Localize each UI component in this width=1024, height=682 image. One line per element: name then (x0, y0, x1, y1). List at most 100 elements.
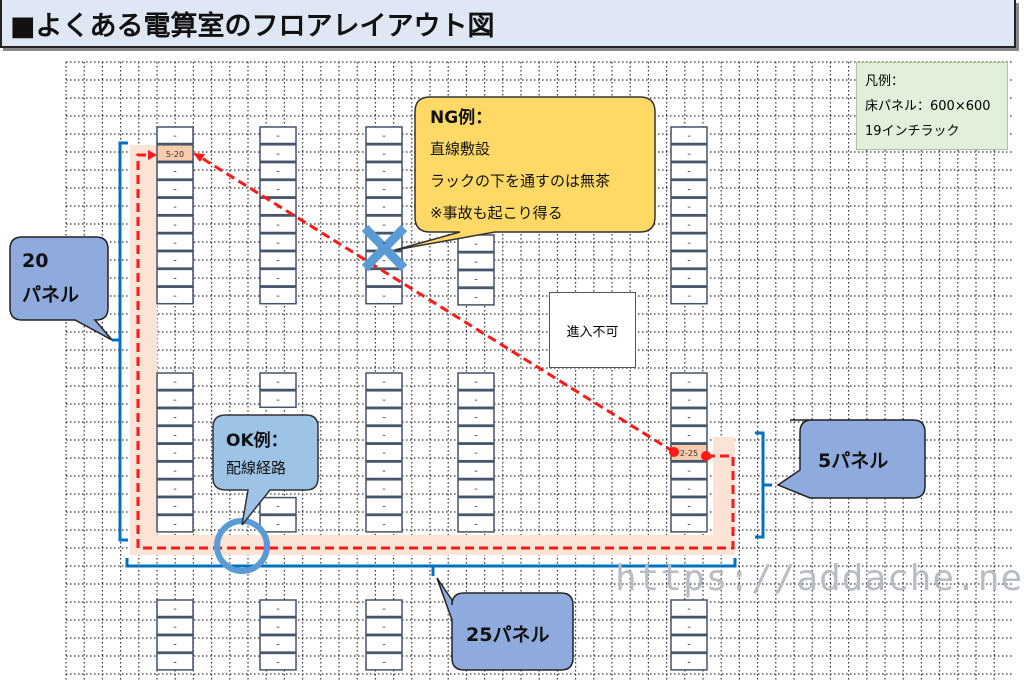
rack (156, 461, 194, 480)
rack-label: - (276, 273, 280, 284)
rack (156, 479, 194, 498)
legend-rack: 19インチラック (865, 124, 960, 139)
rack (365, 652, 403, 671)
panels-5-callout (776, 419, 926, 499)
rack (457, 390, 495, 409)
ok-line1: 配線経路 (226, 459, 287, 477)
rack (457, 407, 495, 426)
rack-label: - (173, 167, 177, 178)
rack (156, 197, 194, 216)
rack-label: - (382, 291, 386, 302)
rack (670, 179, 708, 198)
rack-label: - (382, 377, 386, 388)
rack-label: - (687, 395, 691, 406)
rack (156, 161, 194, 180)
rack (365, 390, 403, 409)
watermark: https://addache.net (615, 558, 1024, 599)
rack (156, 144, 194, 163)
rack-label: - (276, 149, 280, 160)
rack (259, 372, 297, 391)
rack-label: - (687, 484, 691, 495)
rack-label: - (687, 466, 691, 477)
rack-label: - (173, 657, 177, 668)
rack-label: - (276, 291, 280, 302)
rack-label: - (687, 167, 691, 178)
rack-label: - (474, 377, 478, 388)
rack-label: - (173, 220, 177, 231)
rack-label: - (687, 273, 691, 284)
bracket-5 (755, 431, 772, 539)
rack (259, 250, 297, 269)
rack-label: - (474, 466, 478, 477)
rack (365, 461, 403, 480)
rack-label: - (276, 657, 280, 668)
rack-label: - (382, 238, 386, 249)
rack (365, 197, 403, 216)
rack-label: - (173, 184, 177, 195)
rack-label: - (687, 291, 691, 302)
rack-label: - (382, 502, 386, 513)
rack-label: - (382, 131, 386, 142)
rack (156, 268, 194, 287)
rack (259, 514, 297, 533)
rack (259, 233, 297, 252)
rack-label: - (382, 202, 386, 213)
panels-20-num: 20 (22, 250, 49, 272)
rack (457, 461, 495, 480)
rack-label: - (382, 149, 386, 160)
route-endpoint (701, 451, 711, 461)
rack-label: - (173, 291, 177, 302)
rack-label: - (276, 220, 280, 231)
rack-label: - (687, 131, 691, 142)
rack-label: - (382, 184, 386, 195)
rack-label: - (173, 395, 177, 406)
ok-route (136, 153, 735, 550)
rack-label: - (687, 502, 691, 513)
rack-label: - (687, 256, 691, 267)
ok-callout (212, 414, 319, 526)
arrow-head (193, 153, 205, 162)
rack-label: - (276, 238, 280, 249)
rack (365, 479, 403, 498)
rack-label: - (276, 131, 280, 142)
rack (457, 269, 495, 288)
rack-label: - (382, 484, 386, 495)
rack-label: - (173, 519, 177, 530)
ng-route (199, 155, 675, 454)
rack (259, 496, 297, 515)
rack-label: - (474, 239, 478, 250)
rack-label: - (173, 413, 177, 424)
rack-label: - (276, 184, 280, 195)
rack-label: - (276, 622, 280, 633)
rack-label: - (474, 430, 478, 441)
rack-label: - (276, 519, 280, 530)
rack (670, 599, 708, 618)
rack (156, 425, 194, 444)
rack (156, 126, 194, 145)
ng-line1: 直線敷設 (430, 140, 491, 158)
rack-label: - (382, 167, 386, 178)
rack (156, 443, 194, 462)
panels-20-unit: パネル (22, 284, 80, 306)
rack (670, 407, 708, 426)
rack-label: - (382, 256, 386, 267)
rack (365, 286, 403, 305)
rack-label: - (173, 377, 177, 388)
rack-label: - (474, 275, 478, 286)
rack (365, 425, 403, 444)
rack (670, 514, 708, 533)
rack (670, 425, 708, 444)
rack-label: - (276, 395, 280, 406)
rack (156, 617, 194, 636)
rack-label: - (173, 448, 177, 459)
rack-label: 2-25 (680, 449, 698, 458)
rack-label: - (474, 519, 478, 530)
rack-label: - (382, 220, 386, 231)
rack (156, 215, 194, 234)
ng-line2: ラックの下を通すのは無茶 (430, 172, 611, 190)
rack (670, 144, 708, 163)
rack (156, 599, 194, 618)
rack (259, 617, 297, 636)
rack (365, 496, 403, 515)
